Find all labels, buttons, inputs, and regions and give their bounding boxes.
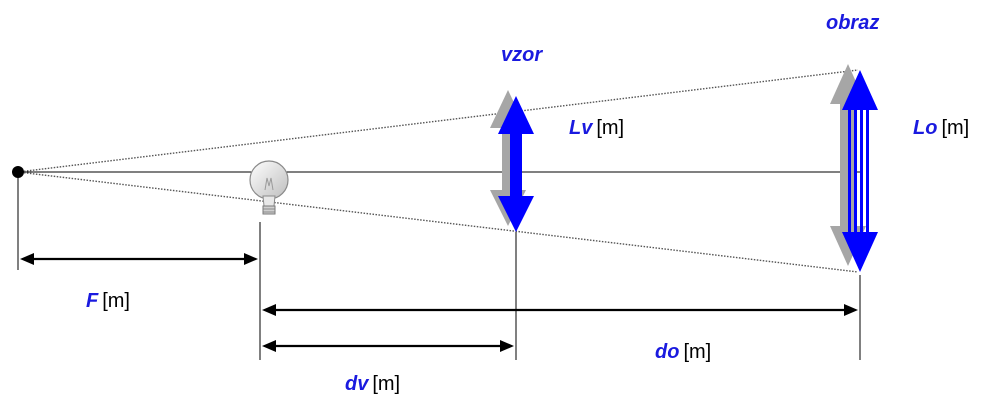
do-unit: [m]: [683, 341, 712, 363]
lo-unit: [m]: [941, 117, 970, 139]
image-title: obraz: [826, 12, 880, 34]
object-title: vzor: [501, 44, 543, 66]
lv-label: Lv[m]: [569, 118, 624, 138]
dv-label: dv[m]: [345, 374, 400, 394]
f-label: F[m]: [86, 291, 130, 311]
dv-symbol: dv: [345, 373, 369, 395]
dimension-do: [262, 304, 858, 316]
lo-label: Lo[m]: [913, 118, 969, 138]
lv-symbol: Lv: [569, 117, 593, 139]
dimension-dv: [262, 340, 514, 352]
do-symbol: do: [655, 341, 680, 363]
f-unit: [m]: [102, 290, 130, 312]
dimension-f: [20, 253, 258, 265]
light-bulb-icon: [249, 160, 289, 215]
dv-unit: [m]: [372, 373, 401, 395]
f-symbol: F: [86, 290, 99, 312]
upper-ray: [17, 69, 859, 173]
image-arrow: [830, 64, 878, 272]
do-label: do[m]: [655, 342, 711, 362]
point-source-icon: [12, 166, 24, 178]
lower-ray: [17, 171, 859, 273]
lv-unit: [m]: [596, 117, 625, 139]
object-arrow: [490, 90, 534, 232]
lo-symbol: Lo: [913, 117, 938, 139]
